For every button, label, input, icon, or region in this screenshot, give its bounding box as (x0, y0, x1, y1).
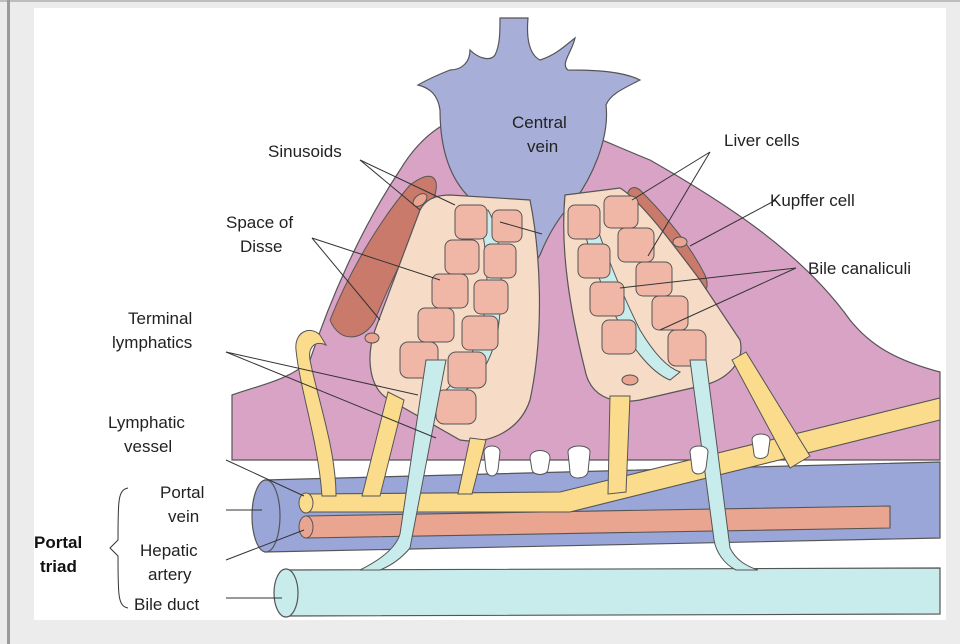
kupffer-cell-label: Kupffer cell (770, 191, 855, 210)
bile-duct-label: Bile duct (134, 595, 199, 614)
liver-cells-label: Liver cells (724, 131, 800, 150)
hepatic-artery-label-1: Hepatic (140, 541, 198, 560)
portal-triad-label-2: triad (40, 557, 77, 576)
space-of-disse-label-2: Disse (240, 237, 283, 256)
bile-duct-end (274, 569, 298, 617)
sinusoids-label: Sinusoids (268, 142, 342, 161)
terminal-lymphatics-label-2: lymphatics (112, 333, 192, 352)
central-vein-label-1: Central (512, 113, 567, 132)
bile-canaliculi-label: Bile canaliculi (808, 259, 911, 278)
lymphatic-vessel-end (299, 493, 313, 513)
lymphatic-vessel-label-1: Lymphatic (108, 413, 185, 432)
space-of-disse-label-1: Space of (226, 213, 293, 232)
central-vein-label-2: vein (527, 137, 558, 156)
hepatic-artery-label-2: artery (148, 565, 192, 584)
portal-triad-label-1: Portal (34, 533, 82, 552)
bile-duct-tube (286, 568, 940, 616)
hepatic-artery-end (299, 516, 313, 538)
terminal-lymphatics-label-1: Terminal (128, 309, 192, 328)
portal-vein-label-2: vein (168, 507, 199, 526)
portal-vein-label-1: Portal (160, 483, 204, 502)
lymphatic-vessel-label-2: vessel (124, 437, 172, 456)
